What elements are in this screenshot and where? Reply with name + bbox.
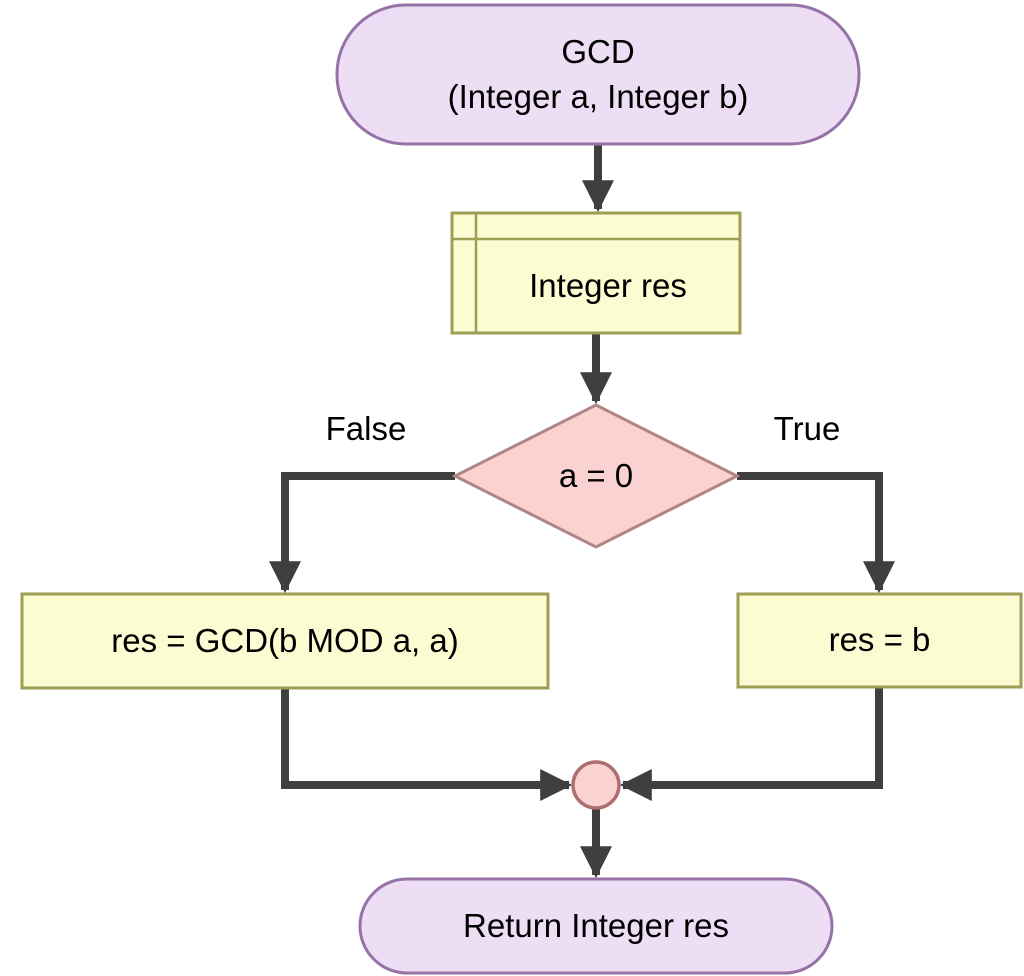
start-node-shape: [335, 3, 861, 146]
edge-decision-true-to-assign: [737, 472, 895, 594]
end-node-shape: [358, 877, 834, 975]
merge-connector-shape: [571, 760, 621, 810]
recurse-node-shape: [20, 592, 550, 690]
assign-node-shape: [736, 592, 1023, 689]
edge-decision-false-to-recurse: [269, 472, 455, 594]
edge-assign-to-merge: [619, 687, 883, 801]
decision-node-shape: [451, 403, 741, 549]
declare-node-shape: [450, 211, 742, 335]
edge-recurse-to-merge: [281, 688, 573, 801]
